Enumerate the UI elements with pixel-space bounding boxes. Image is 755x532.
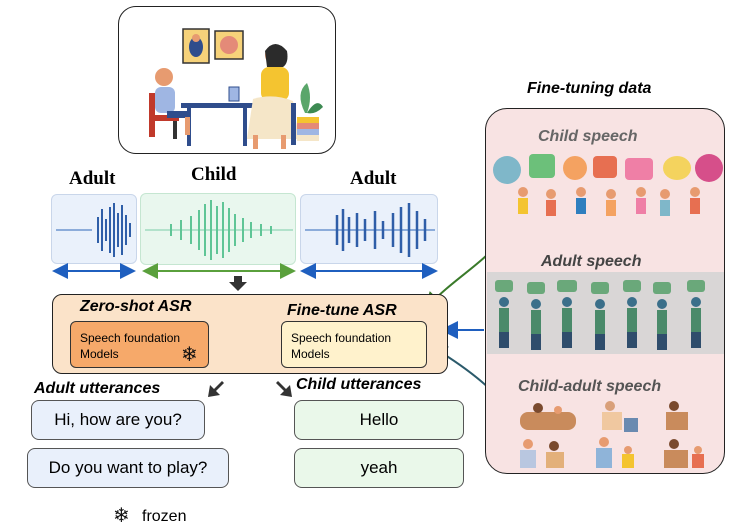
snowflake-icon: ❄ <box>181 344 198 366</box>
legend-frozen-label: frozen <box>142 508 187 525</box>
child-label: Child <box>191 164 237 185</box>
fine-tune-asr-title: Fine-tune ASR <box>287 302 397 319</box>
child-waveform <box>140 193 296 265</box>
child-speech-label: Child speech <box>538 128 638 145</box>
fine-tune-model-box <box>281 321 427 368</box>
child-utterance-2: yeah <box>294 448 464 488</box>
child-utterance-1: Hello <box>294 400 464 440</box>
legend-snowflake-icon: ❄ <box>113 505 130 527</box>
adult-waveform-right <box>300 194 438 264</box>
child-adult-speech-illustration <box>520 401 704 468</box>
child-speech-illustration <box>493 154 723 216</box>
finetuning-data-title: Fine-tuning data <box>527 80 652 97</box>
fine-tune-model-label: Speech foundation Models <box>291 331 392 361</box>
adult-utterances-title: Adult utterances <box>34 380 161 397</box>
child-utterances-title: Child utterances <box>296 376 422 393</box>
zero-shot-model-label: Speech foundation Models <box>80 331 181 361</box>
adult-waveform-left <box>51 194 137 264</box>
adult-speech-illustration <box>487 272 724 354</box>
adult-right-label: Adult <box>350 168 397 189</box>
adult-utterance-1: Hi, how are you? <box>31 400 205 440</box>
child-adult-interaction-illustration <box>149 28 323 149</box>
scene-illustration <box>118 6 336 154</box>
adult-utterance-2: Do you want to play? <box>27 448 229 488</box>
adult-speech-label: Adult speech <box>541 253 642 270</box>
zero-shot-model-box <box>70 321 209 368</box>
zero-shot-asr-title: Zero-shot ASR <box>80 298 192 315</box>
adult-left-label: Adult <box>69 168 116 189</box>
child-adult-speech-label: Child-adult speech <box>518 378 662 395</box>
